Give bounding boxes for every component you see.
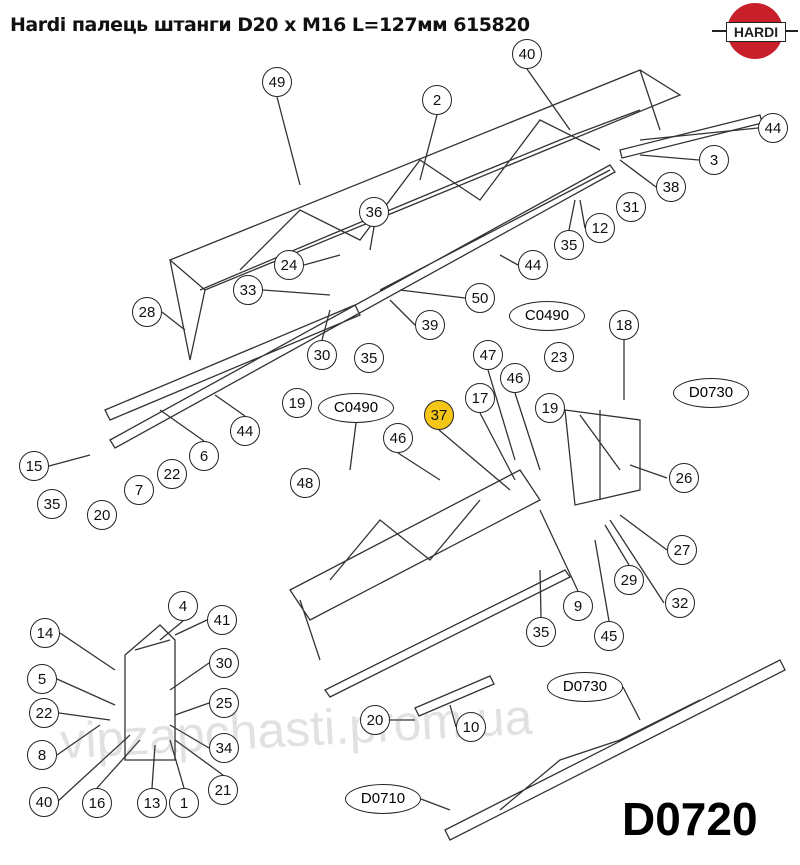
callout[interactable]: 36: [359, 197, 389, 227]
reference-oval[interactable]: C0490: [509, 301, 585, 331]
callout[interactable]: 32: [665, 588, 695, 618]
callout[interactable]: 35: [354, 343, 384, 373]
callout[interactable]: 1: [169, 788, 199, 818]
callout[interactable]: 9: [563, 591, 593, 621]
reference-oval[interactable]: D0730: [673, 378, 749, 408]
callout[interactable]: 16: [82, 788, 112, 818]
callout[interactable]: 15: [19, 451, 49, 481]
callout[interactable]: 20: [87, 500, 117, 530]
callout[interactable]: 22: [29, 698, 59, 728]
callout[interactable]: 46: [383, 423, 413, 453]
callout[interactable]: 4: [168, 591, 198, 621]
callout[interactable]: 18: [609, 310, 639, 340]
callout[interactable]: 8: [27, 740, 57, 770]
callout[interactable]: 26: [669, 463, 699, 493]
callout[interactable]: 46: [500, 363, 530, 393]
callout[interactable]: 30: [209, 648, 239, 678]
reference-oval[interactable]: D0730: [547, 672, 623, 702]
callout[interactable]: 5: [27, 664, 57, 694]
drawing-code: D0720: [622, 793, 758, 845]
callout[interactable]: 27: [667, 535, 697, 565]
callout[interactable]: 35: [37, 489, 67, 519]
callout[interactable]: 20: [360, 705, 390, 735]
callout[interactable]: 45: [594, 621, 624, 651]
callout[interactable]: 50: [465, 283, 495, 313]
callout[interactable]: 17: [465, 383, 495, 413]
callout[interactable]: 28: [132, 297, 162, 327]
callout[interactable]: 44: [230, 416, 260, 446]
callout[interactable]: 19: [535, 393, 565, 423]
callout[interactable]: 10: [456, 712, 486, 742]
callout[interactable]: 34: [209, 733, 239, 763]
callout[interactable]: 22: [157, 459, 187, 489]
callout[interactable]: 33: [233, 275, 263, 305]
callout[interactable]: 48: [290, 468, 320, 498]
callout[interactable]: 35: [526, 617, 556, 647]
callout[interactable]: 21: [208, 775, 238, 805]
callout[interactable]: 13: [137, 788, 167, 818]
reference-oval[interactable]: C0490: [318, 393, 394, 423]
callout-highlighted[interactable]: 37: [424, 400, 454, 430]
callout[interactable]: 30: [307, 340, 337, 370]
callout[interactable]: 23: [544, 342, 574, 372]
page-title: Hardi палець штанги D20 x M16 L=127мм 61…: [10, 14, 530, 36]
reference-oval[interactable]: D0710: [345, 784, 421, 814]
callout[interactable]: 7: [124, 475, 154, 505]
callout[interactable]: 35: [554, 230, 584, 260]
callout[interactable]: 3: [699, 145, 729, 175]
callout[interactable]: 12: [585, 213, 615, 243]
callout[interactable]: 47: [473, 340, 503, 370]
callout[interactable]: 40: [29, 787, 59, 817]
callout[interactable]: 44: [758, 113, 788, 143]
callout[interactable]: 31: [616, 192, 646, 222]
callout[interactable]: 29: [614, 565, 644, 595]
callout[interactable]: 25: [209, 688, 239, 718]
logo-text: HARDI: [726, 22, 786, 42]
callout[interactable]: 40: [512, 39, 542, 69]
callout[interactable]: 39: [415, 310, 445, 340]
callout[interactable]: 2: [422, 85, 452, 115]
callout[interactable]: 44: [518, 250, 548, 280]
callout[interactable]: 14: [30, 618, 60, 648]
callout[interactable]: 24: [274, 250, 304, 280]
callout[interactable]: 49: [262, 67, 292, 97]
callout[interactable]: 19: [282, 388, 312, 418]
callout[interactable]: 41: [207, 605, 237, 635]
callout[interactable]: 6: [189, 441, 219, 471]
callout[interactable]: 38: [656, 172, 686, 202]
